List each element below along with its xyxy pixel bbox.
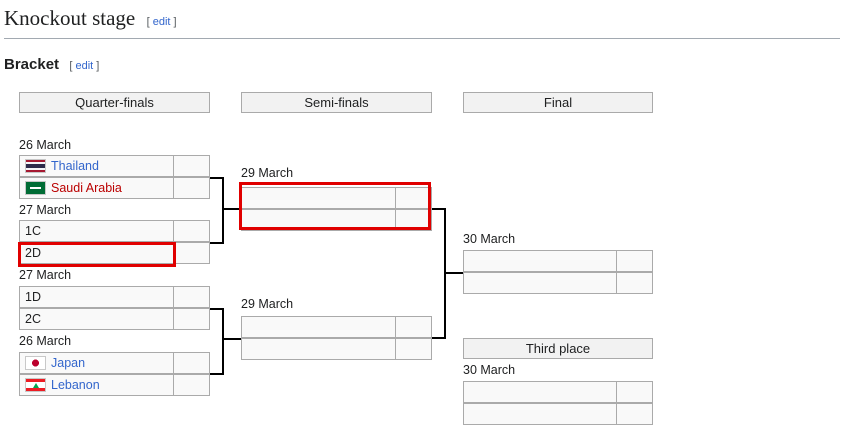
team-slot: 2D bbox=[19, 242, 210, 264]
score-cell bbox=[174, 308, 210, 330]
flag-lebanon-icon bbox=[25, 378, 46, 392]
bracket-connector bbox=[210, 308, 224, 375]
flag-cedar bbox=[33, 383, 39, 388]
flag-thailand-icon bbox=[25, 159, 46, 173]
team-slot bbox=[463, 381, 653, 403]
team-cell: 1C bbox=[19, 220, 174, 242]
bracket-connector bbox=[444, 272, 463, 274]
team-slot bbox=[463, 250, 653, 272]
team-slot: Japan bbox=[19, 352, 210, 374]
team-cell: 1D bbox=[19, 286, 174, 308]
score-cell bbox=[174, 286, 210, 308]
flag-emblem bbox=[30, 187, 41, 189]
bracket-title: Bracket bbox=[4, 56, 60, 73]
score-cell bbox=[617, 381, 653, 403]
heading-rule bbox=[4, 38, 840, 39]
team-cell bbox=[241, 316, 396, 338]
round-header-quarter-finals: Quarter-finals bbox=[19, 92, 210, 113]
score-cell bbox=[174, 220, 210, 242]
score-cell bbox=[174, 155, 210, 177]
team-slot: Saudi Arabia bbox=[19, 177, 210, 199]
score-cell bbox=[617, 403, 653, 425]
round-header-semi-finals: Semi-finals bbox=[241, 92, 432, 113]
match-date: 29 March bbox=[241, 297, 294, 311]
team-slot: 1D bbox=[19, 286, 210, 308]
team-cell: Saudi Arabia bbox=[19, 177, 174, 199]
score-cell bbox=[617, 250, 653, 272]
team-slot bbox=[241, 316, 432, 338]
bracket-connector bbox=[210, 177, 224, 244]
team-name: 1D bbox=[25, 290, 41, 304]
match-date: 29 March bbox=[241, 166, 294, 180]
team-link-japan[interactable]: Japan bbox=[51, 356, 86, 370]
flag-japan-icon bbox=[25, 356, 46, 370]
match-date: 27 March bbox=[19, 268, 72, 282]
team-cell: Lebanon bbox=[19, 374, 174, 396]
team-slot bbox=[463, 403, 653, 425]
team-name: 2D bbox=[25, 246, 41, 260]
team-cell bbox=[463, 272, 617, 294]
flag-saudi-arabia-icon bbox=[25, 181, 46, 195]
team-cell bbox=[463, 403, 617, 425]
highlight-box-semi-final bbox=[239, 182, 431, 230]
match-date: 30 March bbox=[463, 363, 516, 377]
team-cell: Thailand bbox=[19, 155, 174, 177]
team-slot: 2C bbox=[19, 308, 210, 330]
team-link-saudi-arabia[interactable]: Saudi Arabia bbox=[51, 181, 122, 195]
match-date: 26 March bbox=[19, 334, 72, 348]
team-link-lebanon[interactable]: Lebanon bbox=[51, 378, 100, 392]
section-heading: Knockout stage [ edit ] bbox=[4, 6, 177, 31]
team-cell: 2C bbox=[19, 308, 174, 330]
score-cell bbox=[174, 352, 210, 374]
team-name: 2C bbox=[25, 312, 41, 326]
bracket-connector bbox=[222, 208, 241, 210]
score-cell bbox=[174, 177, 210, 199]
team-slot: 1C bbox=[19, 220, 210, 242]
score-cell bbox=[396, 316, 432, 338]
subsection-heading: Bracket [ edit ] bbox=[4, 56, 99, 73]
match-date: 26 March bbox=[19, 138, 72, 152]
score-cell bbox=[396, 187, 432, 209]
team-slot bbox=[241, 209, 432, 231]
score-cell bbox=[174, 374, 210, 396]
section-edit-link[interactable]: [ edit ] bbox=[140, 16, 177, 28]
highlight-box-2d bbox=[18, 242, 176, 267]
team-cell bbox=[241, 338, 396, 360]
team-name: 1C bbox=[25, 224, 41, 238]
score-cell bbox=[396, 209, 432, 231]
team-cell: Japan bbox=[19, 352, 174, 374]
section-title: Knockout stage bbox=[4, 6, 136, 30]
bracket-connector bbox=[222, 338, 241, 340]
team-cell bbox=[463, 250, 617, 272]
team-slot bbox=[463, 272, 653, 294]
team-slot: Thailand bbox=[19, 155, 210, 177]
round-header-final: Final bbox=[463, 92, 653, 113]
score-cell bbox=[396, 338, 432, 360]
match-date: 30 March bbox=[463, 232, 516, 246]
bracket-edit-link[interactable]: [ edit ] bbox=[63, 60, 100, 72]
match-date: 27 March bbox=[19, 203, 72, 217]
score-cell bbox=[617, 272, 653, 294]
round-header-third-place: Third place bbox=[463, 338, 653, 359]
team-slot bbox=[241, 338, 432, 360]
team-cell bbox=[463, 381, 617, 403]
team-link-thailand[interactable]: Thailand bbox=[51, 159, 99, 173]
score-cell bbox=[174, 242, 210, 264]
team-slot: Lebanon bbox=[19, 374, 210, 396]
